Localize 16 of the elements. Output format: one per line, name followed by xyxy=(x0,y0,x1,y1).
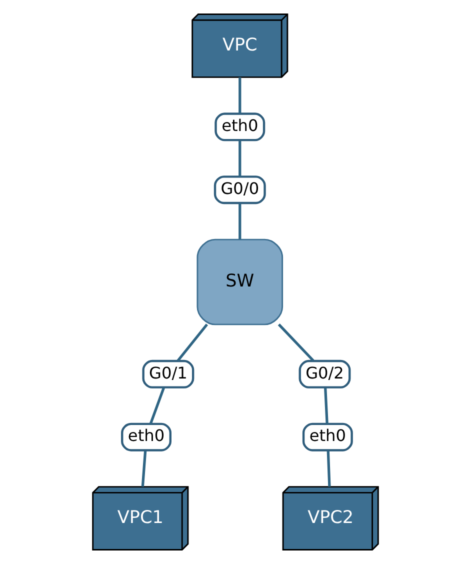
node-box: G0/1 xyxy=(142,360,194,388)
connector xyxy=(238,77,241,114)
connector xyxy=(140,450,146,487)
node-box: eth0 xyxy=(214,112,265,142)
node-box: eth0 xyxy=(302,422,352,452)
node-box: eth0 xyxy=(120,422,171,452)
connector xyxy=(324,388,328,424)
node-box: G0/0 xyxy=(213,176,266,204)
connector xyxy=(148,387,164,424)
node-box: G0/2 xyxy=(298,360,350,388)
connector xyxy=(326,450,330,487)
connector xyxy=(277,324,314,362)
connector xyxy=(238,203,241,240)
connector xyxy=(176,324,208,362)
connector xyxy=(238,140,241,177)
node-box: SW xyxy=(196,238,283,326)
